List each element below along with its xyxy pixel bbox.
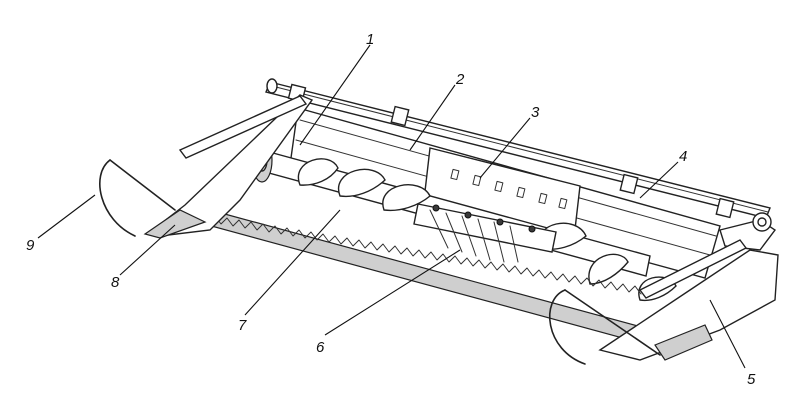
right-crop-lifter-rod (549, 289, 661, 365)
callout-6: 6 (316, 339, 325, 356)
right-side-frame (598, 212, 779, 361)
callout-3: 3 (531, 104, 540, 121)
leader-lines (37, 44, 746, 369)
retractable-finger-drum (413, 203, 557, 263)
callout-4: 4 (679, 148, 687, 165)
callout-2: 2 (455, 71, 465, 88)
left-crop-lifter-rod (99, 159, 176, 237)
upper-frame-tube (265, 78, 771, 219)
callout-5: 5 (747, 371, 756, 388)
left-side-frame (143, 94, 314, 239)
callout-1: 1 (366, 31, 374, 48)
callout-8: 8 (111, 274, 120, 291)
callout-9: 9 (26, 237, 35, 254)
callout-7: 7 (238, 317, 247, 334)
callout-labels: 1 2 3 4 5 6 7 8 9 (26, 31, 756, 388)
